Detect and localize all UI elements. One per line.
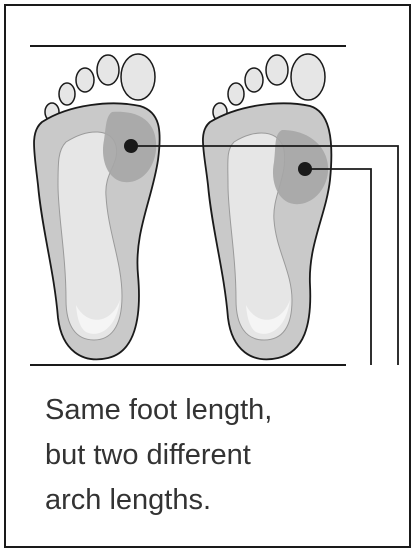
- left-foot: [34, 54, 160, 359]
- caption-line-1: Same foot length,: [45, 388, 375, 433]
- caption-line-2: but two different: [45, 433, 375, 478]
- caption-line-3: arch lengths.: [45, 478, 375, 523]
- caption-text: Same foot length, but two different arch…: [45, 388, 375, 523]
- right-foot: [203, 54, 331, 359]
